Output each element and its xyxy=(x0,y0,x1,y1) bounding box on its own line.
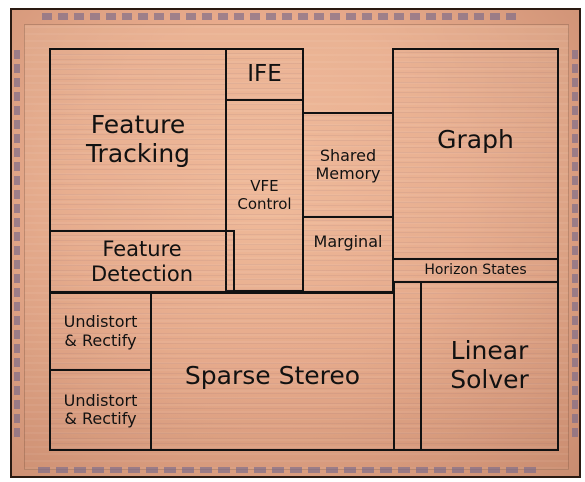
ife-label: IFE xyxy=(247,61,282,88)
linear-solver-label: Linear Solver xyxy=(450,336,529,394)
block-linear-solver: Linear Solver xyxy=(420,281,559,451)
block-undistort-rectify-2: Undistort & Rectify xyxy=(49,369,152,451)
block-feature-detection: Feature Detection xyxy=(49,230,235,293)
sparse-stereo-label: Sparse Stereo xyxy=(184,361,361,391)
undistort-rectify-1-label: Undistort & Rectify xyxy=(63,312,138,350)
undistort-rectify-2-label: Undistort & Rectify xyxy=(63,390,138,428)
vfe-control-label: VFE Control xyxy=(237,177,292,213)
graph-label: Graph xyxy=(437,124,514,154)
routing-channel xyxy=(393,281,422,451)
right-bond-pads xyxy=(572,50,578,437)
top-bond-pads xyxy=(42,13,516,20)
feature-detection-label: Feature Detection xyxy=(90,237,194,286)
block-ife: IFE xyxy=(225,48,304,101)
block-vfe-control: VFE Control xyxy=(225,99,304,292)
block-shared-memory: Shared Memory xyxy=(302,112,394,218)
feature-tracking-label: Feature Tracking xyxy=(85,110,191,168)
horizon-states-label: Horizon States xyxy=(424,262,527,279)
block-marginal: Marginal xyxy=(302,216,394,293)
marginal-label: Marginal xyxy=(313,232,383,252)
bottom-bond-pads xyxy=(38,467,536,473)
shared-memory-label: Shared Memory xyxy=(315,145,381,183)
block-horizon-states: Horizon States xyxy=(392,258,559,283)
block-feature-tracking: Feature Tracking xyxy=(49,48,227,232)
block-graph: Graph xyxy=(392,48,559,260)
block-sparse-stereo: Sparse Stereo xyxy=(150,292,395,451)
left-bond-pads xyxy=(14,50,20,437)
block-undistort-rectify-1: Undistort & Rectify xyxy=(49,292,152,371)
